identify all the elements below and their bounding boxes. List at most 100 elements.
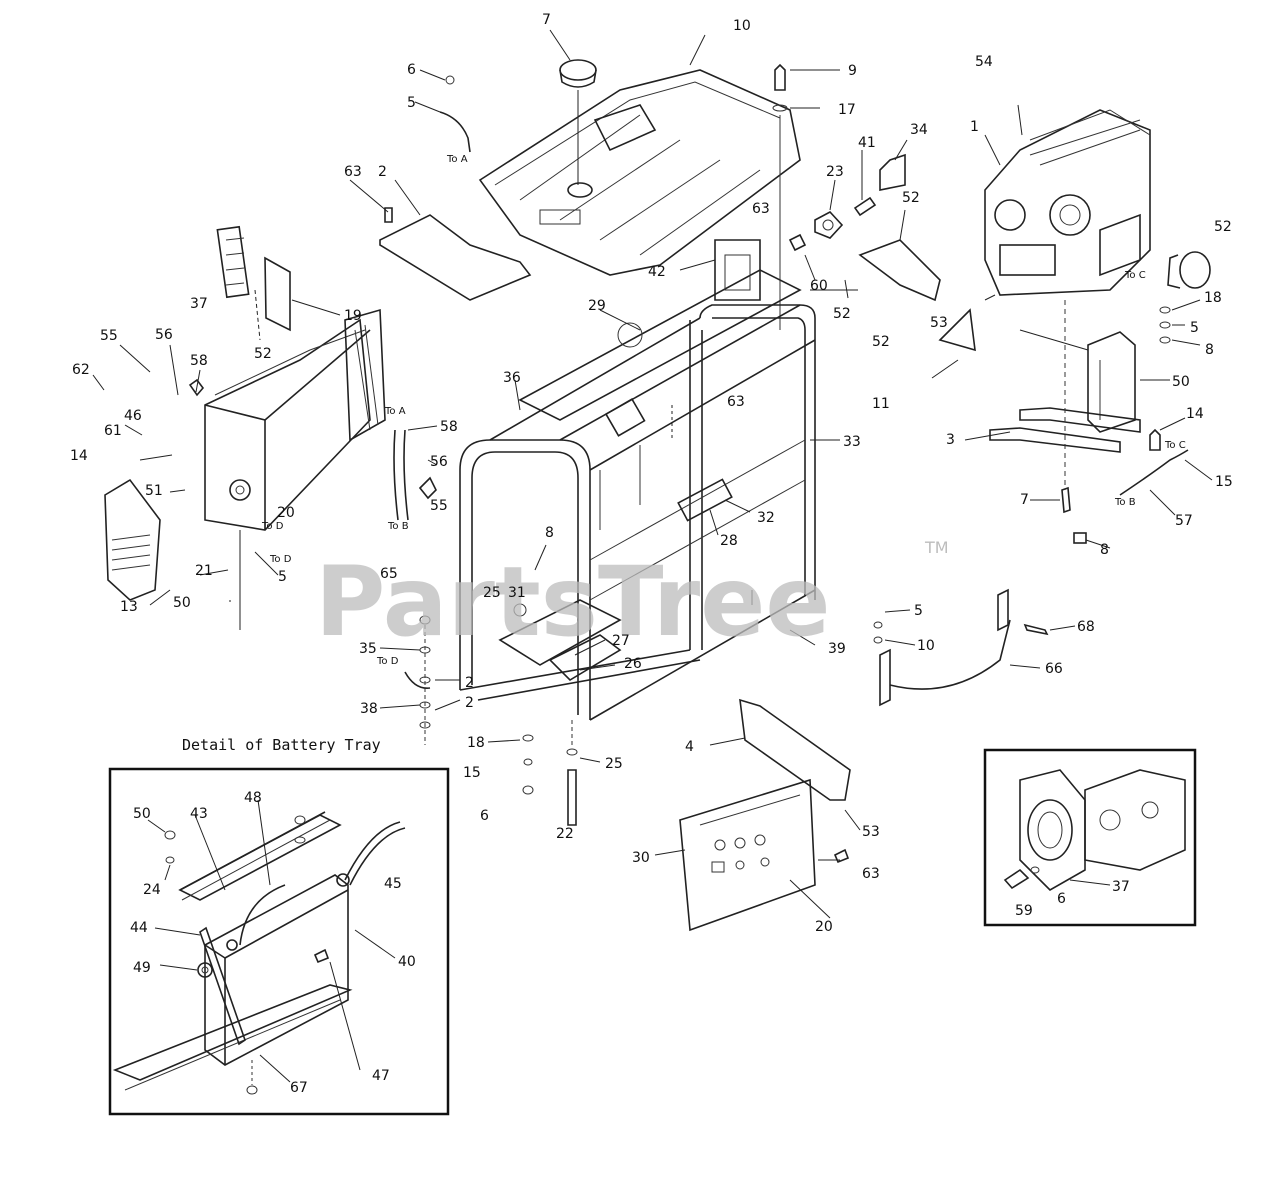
part-label: 14 xyxy=(70,448,88,464)
battery-bracket xyxy=(679,239,761,301)
part-label: 52 xyxy=(254,346,272,362)
part-label: 44 xyxy=(130,920,148,936)
part-label: 22 xyxy=(556,826,574,842)
part-label: 10 xyxy=(917,638,935,654)
panel-bracket xyxy=(709,698,861,831)
part-label: 56 xyxy=(155,327,173,343)
engine-adapter-detail-frame xyxy=(983,748,1197,927)
part-label: 63 xyxy=(727,394,745,410)
part-label: 65 xyxy=(380,566,398,582)
part-label: 18 xyxy=(1204,290,1222,306)
part-label: 7 xyxy=(542,12,551,28)
part-label: 8 xyxy=(1100,542,1109,558)
callout-text: To A xyxy=(384,406,406,417)
engine xyxy=(984,104,1151,296)
part-label: 1 xyxy=(970,119,979,135)
part-label: 47 xyxy=(372,1068,390,1084)
part-label: 45 xyxy=(384,876,402,892)
part-label: 52 xyxy=(872,334,890,350)
part-label: 2 xyxy=(465,695,474,711)
part-label: 15 xyxy=(1215,474,1233,490)
part-label: 57 xyxy=(1175,513,1193,529)
part-label: 63 xyxy=(344,164,362,180)
part-label: 63 xyxy=(752,201,770,217)
part-label: 52 xyxy=(1214,219,1232,235)
part-label: 43 xyxy=(190,806,208,822)
part-label: 17 xyxy=(838,102,856,118)
part-label: 39 xyxy=(828,641,846,657)
part-label: 56 xyxy=(430,454,448,470)
part-label: 35 xyxy=(359,641,377,657)
part-label: 4 xyxy=(685,739,694,755)
part-label: 19 xyxy=(344,308,362,324)
engine-mount-rail xyxy=(964,407,1141,453)
part-label: 5 xyxy=(407,95,416,111)
part-label: 6 xyxy=(480,808,489,824)
battery-tray-detail-frame xyxy=(108,767,450,1116)
callout-text: To D xyxy=(261,521,284,532)
part-label: 28 xyxy=(720,533,738,549)
part-label: 5 xyxy=(278,569,287,585)
part-label: 66 xyxy=(1045,661,1063,677)
part-label: 24 xyxy=(143,882,161,898)
part-label: 2 xyxy=(465,675,474,691)
part-label: 6 xyxy=(407,62,416,78)
part-label: 42 xyxy=(648,264,666,280)
ground-strap xyxy=(873,588,1076,707)
callout-text: To A xyxy=(446,154,468,165)
part-label: 50 xyxy=(1172,374,1190,390)
part-label: 55 xyxy=(430,498,448,514)
routing-callouts: To A To A To B To B To C To C To D To D … xyxy=(261,154,1186,667)
part-label: 41 xyxy=(858,135,876,151)
part-label: 8 xyxy=(1205,342,1214,358)
part-label: 37 xyxy=(190,296,208,312)
part-label: 62 xyxy=(72,362,90,378)
part-label: 54 xyxy=(975,54,993,70)
part-label: 58 xyxy=(190,353,208,369)
engine-bolts xyxy=(1030,300,1111,549)
alternator-end-cover xyxy=(104,478,161,601)
part-label: 60 xyxy=(810,278,828,294)
part-label: 49 xyxy=(133,960,151,976)
muffler xyxy=(1019,329,1170,433)
part-label: 25 xyxy=(483,585,501,601)
fuel-hose-top xyxy=(414,69,471,153)
part-label: 31 xyxy=(508,585,526,601)
engine-adapter xyxy=(1003,769,1186,891)
part-label: 20 xyxy=(277,505,295,521)
generator-frame xyxy=(459,269,816,721)
part-number-labels: 7 10 6 5 9 17 54 1 34 41 23 63 2 63 42 6… xyxy=(70,12,1233,1096)
tank-strap-bolt xyxy=(772,63,840,330)
part-label: 59 xyxy=(1015,903,1033,919)
part-label: 15 xyxy=(463,765,481,781)
vent-screen xyxy=(216,225,341,341)
part-label: 25 xyxy=(605,756,623,772)
part-label: 50 xyxy=(173,595,191,611)
part-label: 18 xyxy=(467,735,485,751)
callout-text: To D xyxy=(376,656,399,667)
part-label: 33 xyxy=(843,434,861,450)
part-label: 48 xyxy=(244,790,262,806)
part-label: 67 xyxy=(290,1080,308,1096)
frame-hardware xyxy=(379,615,601,826)
fuel-hose-right xyxy=(1119,417,1213,516)
part-label: 23 xyxy=(826,164,844,180)
part-label: 7 xyxy=(1020,492,1029,508)
part-label: 61 xyxy=(104,423,122,439)
part-label: 5 xyxy=(914,603,923,619)
part-label: 10 xyxy=(733,18,751,34)
part-label: 51 xyxy=(145,483,163,499)
part-label: 40 xyxy=(398,954,416,970)
throttle-bracket xyxy=(844,209,996,379)
part-label: 32 xyxy=(757,510,775,526)
part-label: 5 xyxy=(1190,320,1199,336)
part-label: 53 xyxy=(930,315,948,331)
control-panel xyxy=(654,778,831,932)
part-label: 50 xyxy=(133,806,151,822)
part-label: 37 xyxy=(1112,879,1130,895)
part-label: 14 xyxy=(1186,406,1204,422)
part-label: 21 xyxy=(195,563,213,579)
part-label: 36 xyxy=(503,370,521,386)
fuel-shutoff-valve xyxy=(788,139,908,281)
